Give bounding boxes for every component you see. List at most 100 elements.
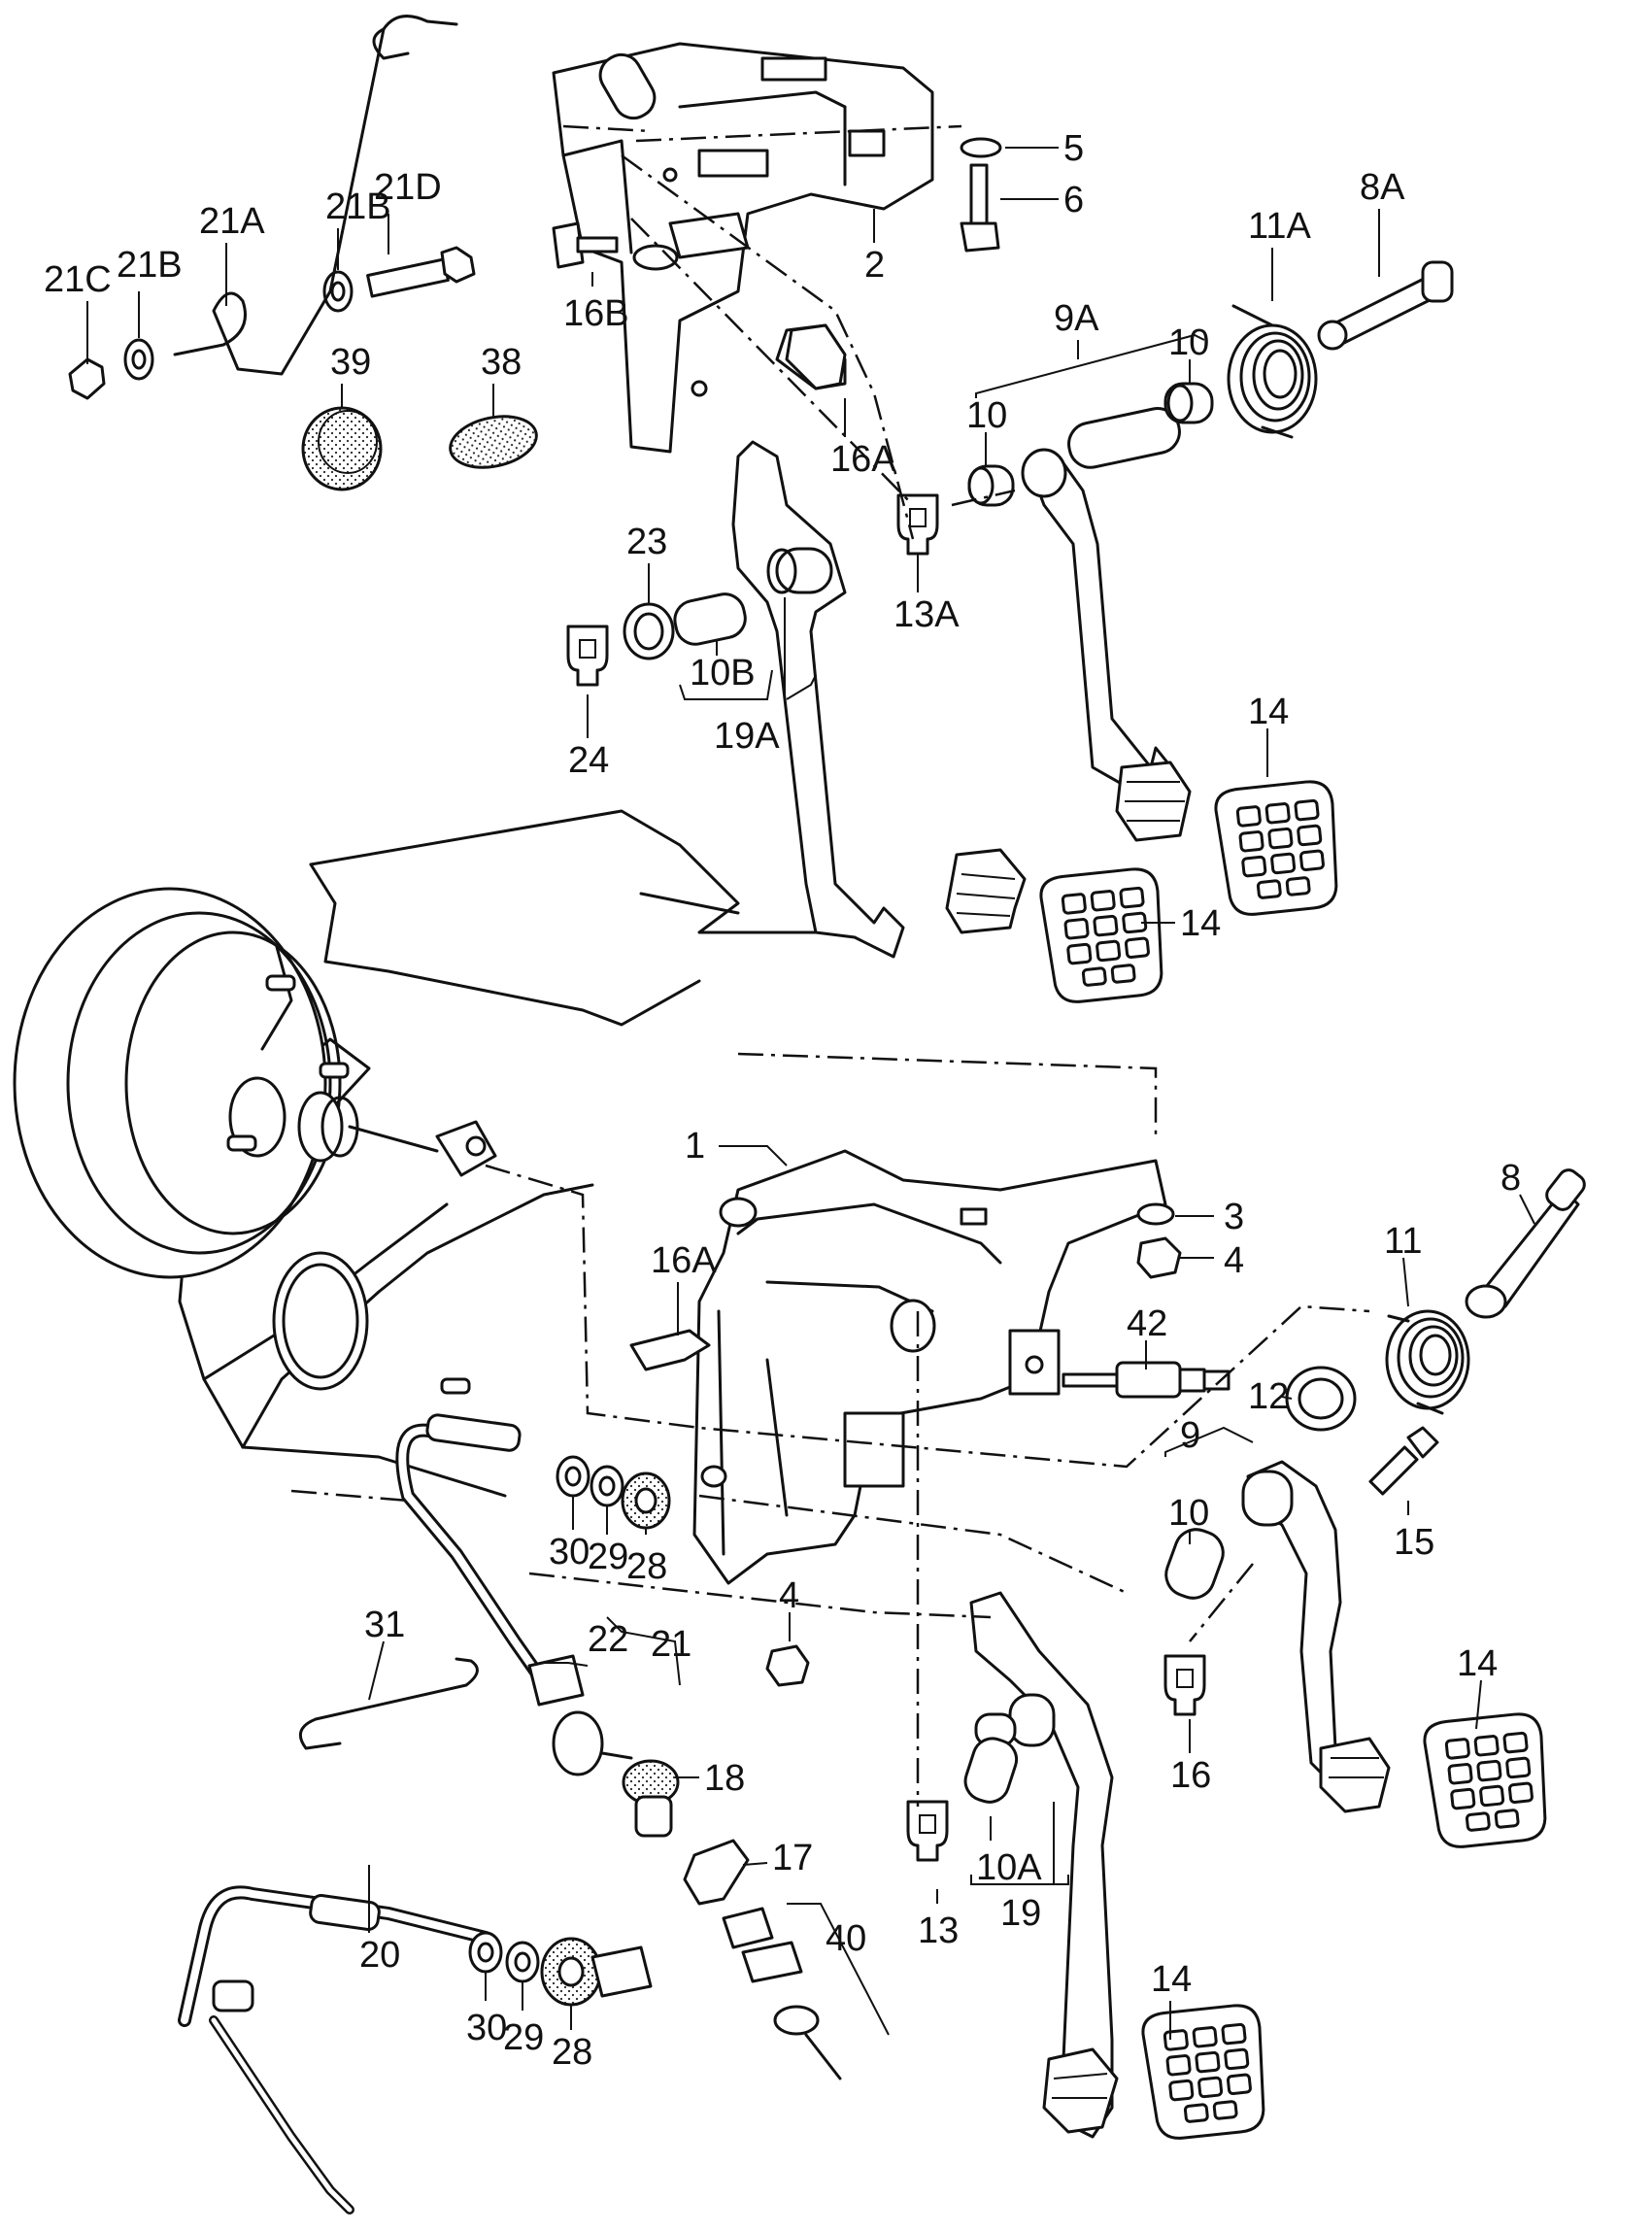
clip-13 xyxy=(906,1800,949,1862)
label-29-lower: 29 xyxy=(503,2017,544,2058)
label-42: 42 xyxy=(1127,1303,1167,1344)
label-17: 17 xyxy=(772,1838,813,1878)
label-9A: 9A xyxy=(1054,298,1099,339)
bushing-10-lower xyxy=(1164,1528,1225,1600)
label-8: 8 xyxy=(1500,1158,1521,1199)
bushing-10-upper-left xyxy=(967,464,1015,507)
washer-5 xyxy=(960,137,1002,158)
nut-4-upper xyxy=(1136,1236,1182,1279)
label-29-upper: 29 xyxy=(588,1537,628,1577)
bolt-21D xyxy=(366,246,476,298)
upper-clutch-pedal xyxy=(731,440,1027,959)
washer-3 xyxy=(1136,1202,1175,1226)
upper-brake-pedal xyxy=(1021,407,1192,842)
washer-21B-right xyxy=(322,270,354,313)
label-40: 40 xyxy=(826,1918,866,1959)
washer-29-upper xyxy=(590,1465,624,1507)
label-14-c: 14 xyxy=(1457,1643,1498,1684)
bolt-15 xyxy=(1368,1426,1439,1496)
label-6: 6 xyxy=(1063,180,1084,220)
label-16B: 16B xyxy=(563,293,629,334)
clip-17 xyxy=(683,1839,750,1906)
label-20: 20 xyxy=(359,1935,400,1976)
clip-16 xyxy=(1163,1654,1206,1716)
pivot-shaft-lower xyxy=(1465,1168,1586,1319)
label-16: 16 xyxy=(1170,1755,1211,1796)
label-12: 12 xyxy=(1248,1376,1289,1417)
washer-30-upper xyxy=(556,1455,590,1498)
label-19: 19 xyxy=(1000,1893,1041,1934)
label-10-upper-right: 10 xyxy=(1168,322,1209,363)
washer-28-lower xyxy=(540,1937,602,2007)
bushing-10-upper-right xyxy=(1163,382,1214,424)
label-15: 15 xyxy=(1394,1522,1434,1563)
wire-spring-21A xyxy=(173,15,458,376)
label-16A-upper: 16A xyxy=(830,439,896,480)
washer-28-upper xyxy=(621,1471,671,1530)
label-39: 39 xyxy=(330,342,371,383)
clip-16A-lower xyxy=(629,1329,711,1371)
label-10-lower: 10 xyxy=(1168,1493,1209,1534)
washer-21B-left xyxy=(123,338,154,381)
label-5: 5 xyxy=(1063,128,1084,169)
pedal-pad-c xyxy=(1421,1709,1554,1851)
label-23: 23 xyxy=(626,522,667,562)
label-3: 3 xyxy=(1224,1197,1244,1237)
lower-pedal-bracket xyxy=(692,1149,1167,1585)
bushing-23 xyxy=(623,602,675,660)
label-21C: 21C xyxy=(44,259,112,300)
label-10A: 10A xyxy=(976,1847,1042,1888)
pivot-shaft-upper xyxy=(1317,260,1454,351)
upper-pedal-bracket xyxy=(552,42,934,454)
label-11: 11 xyxy=(1384,1221,1422,1262)
leader-lines xyxy=(86,147,1535,2040)
label-21D: 21D xyxy=(374,167,442,208)
label-4-upper: 4 xyxy=(1224,1240,1244,1281)
label-30-lower: 30 xyxy=(466,2008,507,2048)
bolt-6 xyxy=(960,163,1000,253)
label-24: 24 xyxy=(568,740,609,781)
bushing-10B xyxy=(673,592,747,646)
label-21B-left: 21B xyxy=(117,245,183,286)
clip-24 xyxy=(566,625,609,687)
label-1: 1 xyxy=(685,1126,705,1167)
label-10B: 10B xyxy=(690,653,756,693)
fork-end-lower xyxy=(590,1945,653,1998)
adjuster-18 xyxy=(622,1759,680,1838)
bushing-10A xyxy=(963,1737,1019,1804)
nut-4-lower xyxy=(765,1644,810,1687)
label-22: 22 xyxy=(588,1619,628,1660)
label-21: 21 xyxy=(651,1624,691,1665)
label-13: 13 xyxy=(918,1911,959,1951)
washer-30-lower xyxy=(468,1931,503,1974)
label-9: 9 xyxy=(1180,1415,1200,1456)
label-2: 2 xyxy=(864,245,885,286)
label-38: 38 xyxy=(481,342,522,383)
label-11A: 11A xyxy=(1248,206,1311,247)
label-4-lower: 4 xyxy=(779,1575,799,1616)
label-14-d: 14 xyxy=(1151,1959,1192,2000)
return-spring-lower xyxy=(1385,1309,1470,1415)
label-30-upper: 30 xyxy=(549,1532,590,1573)
nut-21C xyxy=(68,357,106,400)
label-21A: 21A xyxy=(199,201,265,242)
bushing-12 xyxy=(1285,1366,1357,1432)
label-8A: 8A xyxy=(1360,167,1405,208)
label-28-upper: 28 xyxy=(626,1546,667,1587)
lower-clutch-pedal xyxy=(969,1591,1119,2139)
washer-29-lower xyxy=(505,1941,540,1983)
stop-39 xyxy=(301,406,383,491)
label-21B-right: 21B xyxy=(325,186,391,227)
bolt-16B xyxy=(552,221,619,269)
stop-38 xyxy=(449,415,538,469)
label-14-b: 14 xyxy=(1180,903,1221,944)
label-28-lower: 28 xyxy=(552,2032,592,2073)
alignment-lines xyxy=(290,124,1370,1807)
pedal-pad-a xyxy=(1212,777,1345,919)
label-18: 18 xyxy=(704,1758,745,1799)
label-19A: 19A xyxy=(714,716,780,757)
cable-21 xyxy=(395,1413,633,1776)
label-16A-lower: 16A xyxy=(651,1240,717,1281)
part-labels: 21C 21B 21A 21B 21D 39 38 16B 2 5 6 8A 1… xyxy=(44,128,1521,2073)
